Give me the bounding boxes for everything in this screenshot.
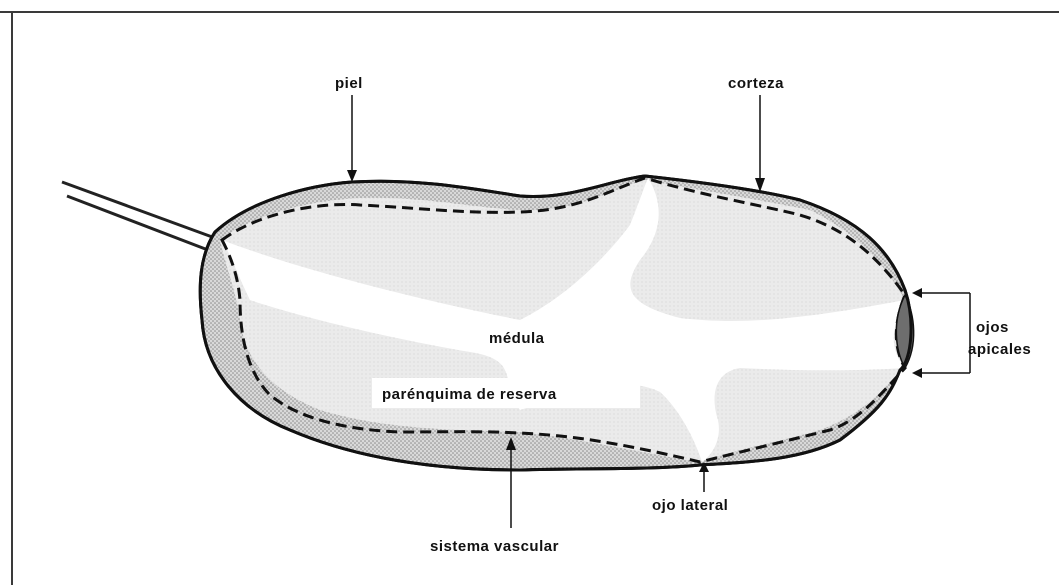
label-sistema-vascular: sistema vascular [430, 538, 559, 555]
label-corteza: corteza [728, 75, 784, 92]
label-apicales: apicales [968, 341, 1031, 358]
corteza-pointer [755, 95, 765, 192]
label-medula: médula [489, 330, 545, 347]
label-ojo-lateral: ojo lateral [652, 497, 728, 514]
label-parenquima: parénquima de reserva [382, 386, 557, 403]
piel-pointer [347, 95, 357, 182]
ojos-apicales-bracket [912, 288, 970, 378]
label-piel: piel [335, 75, 363, 92]
label-ojos: ojos [976, 319, 1009, 336]
ojo-lateral-pointer [699, 462, 709, 492]
stolon [62, 182, 215, 250]
